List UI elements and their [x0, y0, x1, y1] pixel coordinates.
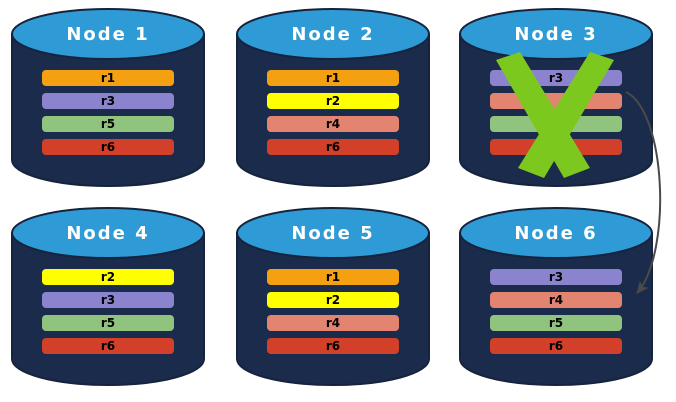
replica-r4[interactable]: r4 [267, 116, 399, 132]
replica-label: r6 [325, 339, 341, 353]
replica-r6[interactable]: r6 [42, 338, 174, 354]
node-5-replica-stack: r1 r2 r4 r6 [267, 269, 399, 354]
replica-label: r2 [100, 270, 116, 284]
replica-r1[interactable]: r1 [267, 70, 399, 86]
replica-label: r1 [325, 270, 341, 284]
replica-r5[interactable] [490, 116, 622, 132]
replica-label: r4 [548, 293, 564, 307]
replica-r1[interactable]: r1 [267, 269, 399, 285]
replica-r2[interactable]: r2 [267, 292, 399, 308]
replica-label: r2 [325, 293, 341, 307]
replica-label: r2 [325, 94, 341, 108]
replica-label: r4 [325, 117, 341, 131]
replica-r3[interactable]: r3 [490, 269, 622, 285]
replica-r1[interactable]: r1 [42, 70, 174, 86]
replica-r5[interactable]: r5 [42, 315, 174, 331]
replica-label: r5 [100, 316, 116, 330]
replica-label: r1 [100, 71, 116, 85]
replica-r3[interactable]: r3 [42, 93, 174, 109]
replica-r6[interactable]: r6 [267, 139, 399, 155]
node-4-replica-stack: r2 r3 r5 r6 [42, 269, 174, 354]
replica-r4[interactable] [490, 93, 622, 109]
replica-r3[interactable]: r3 [42, 292, 174, 308]
replica-label: r5 [548, 316, 564, 330]
replica-label: r6 [325, 140, 341, 154]
replica-r6[interactable]: r6 [490, 338, 622, 354]
replica-label: r6 [548, 339, 564, 353]
replica-label: r4 [325, 316, 341, 330]
replica-r5[interactable]: r5 [490, 315, 622, 331]
replica-r5[interactable]: r5 [42, 116, 174, 132]
node-6-replica-stack: r3 r4 r5 r6 [490, 269, 622, 354]
replica-label: r3 [100, 293, 116, 307]
replica-r6[interactable]: r6 [42, 139, 174, 155]
replica-label: r5 [100, 117, 116, 131]
replica-r6[interactable] [490, 139, 622, 155]
replica-r4[interactable]: r4 [490, 292, 622, 308]
replica-label: r3 [100, 94, 116, 108]
replica-label: r3 [548, 270, 564, 284]
replica-r2[interactable]: r2 [267, 93, 399, 109]
replica-label: r6 [100, 339, 116, 353]
node-1-replica-stack: r1 r3 r5 r6 [42, 70, 174, 155]
replica-r4[interactable]: r4 [267, 315, 399, 331]
node-2-replica-stack: r1 r2 r4 r6 [267, 70, 399, 155]
replica-label: r1 [325, 71, 341, 85]
replica-label: r6 [100, 140, 116, 154]
replica-label: r3 [548, 71, 564, 85]
replica-r6[interactable]: r6 [267, 338, 399, 354]
replica-r2[interactable]: r2 [42, 269, 174, 285]
replica-r3[interactable]: r3 [490, 70, 622, 86]
node-3-replica-stack: r3 [490, 70, 622, 155]
